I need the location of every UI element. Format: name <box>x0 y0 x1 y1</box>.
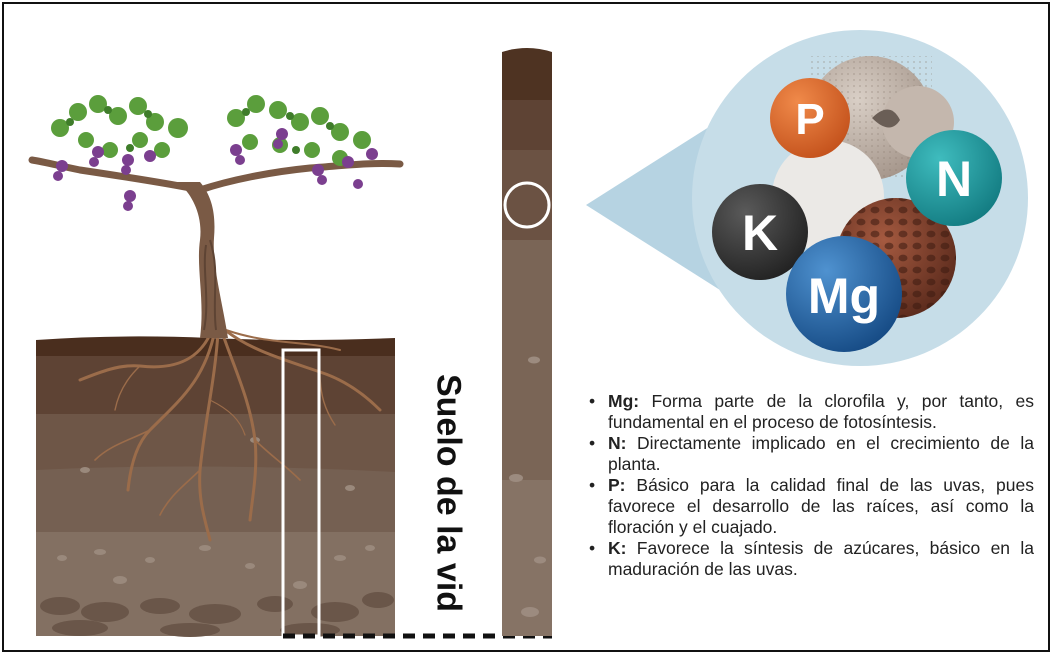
nutrient-balls: P N K Mg <box>712 78 1002 352</box>
sample-frame <box>281 348 321 638</box>
magnesium-ball: Mg <box>786 236 902 352</box>
nutrient-description: Favorece la síntesis de azúcares, básico… <box>608 538 1034 579</box>
nutrient-symbol: P: <box>608 475 626 495</box>
nutrient-item-p: P: Básico para la calidad final de las u… <box>586 475 1034 538</box>
soil-profile <box>36 336 395 637</box>
vine-roots <box>78 328 382 542</box>
nutrient-description: Básico para la calidad final de las uvas… <box>608 475 1034 537</box>
nutrient-list: Mg: Forma parte de la clorofila y, por t… <box>586 391 1034 580</box>
nutrient-description: Forma parte de la clorofila y, por tanto… <box>608 391 1034 432</box>
vine-leaves <box>51 95 371 166</box>
nutrient-symbol: Mg: <box>608 391 640 411</box>
nutrient-symbol: K: <box>608 538 627 558</box>
potassium-symbol: K <box>742 205 778 261</box>
soil-core-column <box>502 48 552 636</box>
potassium-ball: K <box>712 184 808 280</box>
phosphorus-symbol: P <box>795 95 824 144</box>
nutrient-item-mg: Mg: Forma parte de la clorofila y, por t… <box>586 391 1034 433</box>
magnesium-symbol: Mg <box>808 268 880 324</box>
vine-trunk <box>28 156 404 338</box>
phosphorus-ball: P <box>770 78 850 158</box>
nutrient-item-k: K: Favorece la síntesis de azúcares, bás… <box>586 538 1034 580</box>
nutrient-item-n: N: Directamente implicado en el crecimie… <box>586 433 1034 475</box>
nutrient-symbol: N: <box>608 433 627 453</box>
soil-label-text: Suelo de la vid <box>429 373 468 613</box>
nitrogen-symbol: N <box>936 151 972 207</box>
zoom-marker <box>503 181 551 229</box>
grape-clusters <box>53 128 378 211</box>
nitrogen-ball: N <box>906 130 1002 226</box>
nutrient-description: Directamente implicado en el crecimiento… <box>608 433 1034 474</box>
